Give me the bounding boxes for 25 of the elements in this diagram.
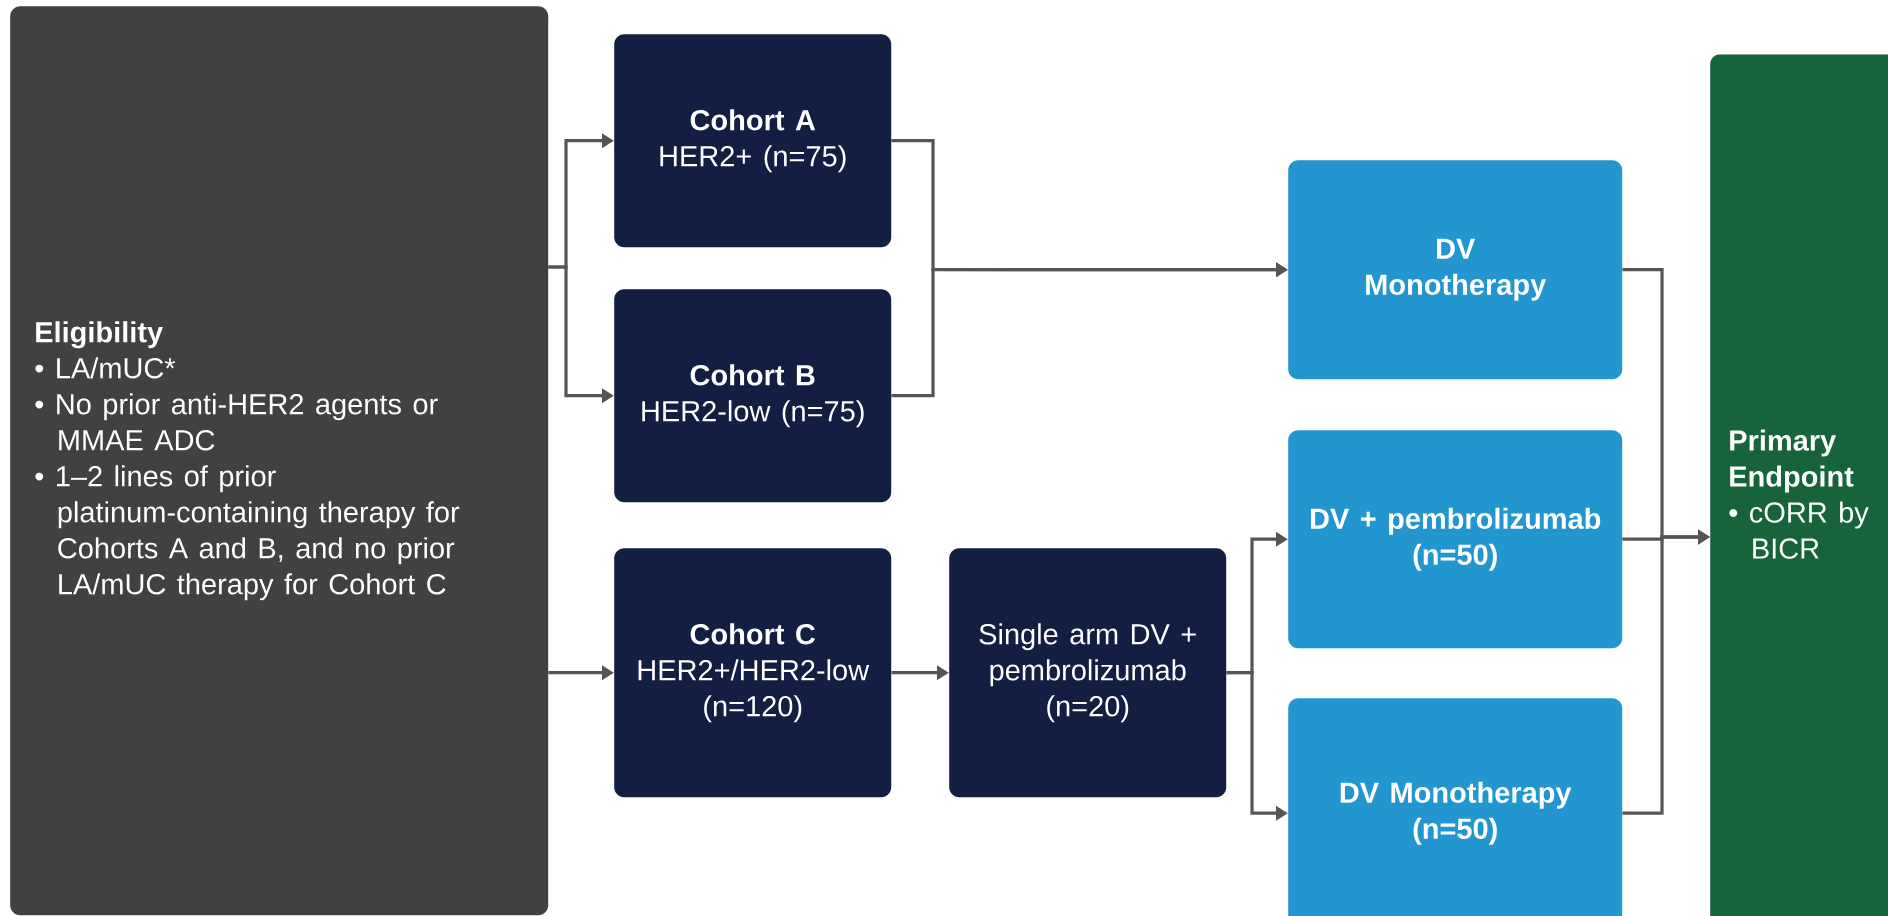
box-text: HER2+/HER2-low (n=120) — [638, 659, 870, 723]
info-panel — [10, 6, 549, 916]
panel-heading: Primary Endpoint — [1730, 429, 1854, 493]
box-text: DV Monotherapy — [1366, 238, 1547, 301]
box-text: Cohort B — [690, 364, 815, 386]
process-box — [1288, 160, 1623, 380]
process-box — [614, 548, 892, 798]
box-text: HER2-low (n=75) — [642, 400, 864, 428]
box-text: Single arm DV + pembrolizumab (n=20) — [979, 623, 1196, 723]
process-box — [1288, 430, 1623, 649]
box-text: DV + pembrolizumab (n=50) — [1310, 507, 1601, 571]
process-box — [614, 34, 892, 248]
box-text: Cohort A — [690, 109, 816, 131]
info-panel — [1710, 54, 1888, 916]
bullet-item: • 1–2 lines of prior platinum-containing therapy for Cohorts A and B, and no prior LA/mUC therapy for Cohort C — [35, 465, 460, 601]
bullet-item: • LA/mUC* — [35, 357, 176, 379]
bullet-item: • cORR by BICR — [1729, 501, 1869, 559]
process-box — [949, 548, 1227, 798]
box-text: HER2+ (n=75) — [660, 145, 846, 173]
process-box — [614, 289, 892, 503]
bullet-item: • No prior anti-HER2 agents or MMAE ADC — [35, 393, 438, 451]
process-box — [1288, 698, 1623, 916]
panel-heading: Eligibility — [36, 321, 163, 349]
box-text: Cohort C — [690, 623, 816, 645]
box-text: DV Monotherapy (n=50) — [1340, 781, 1572, 845]
